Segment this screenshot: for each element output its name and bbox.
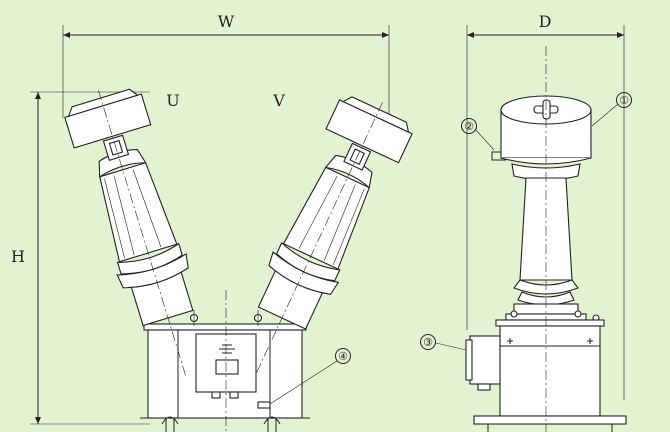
width-label: W xyxy=(218,12,235,31)
depth-dimension: D xyxy=(466,12,625,400)
phase-v-label: V xyxy=(272,91,285,110)
bushing-u xyxy=(64,88,194,376)
phase-u-label: U xyxy=(166,91,179,110)
callout-1: ① xyxy=(591,92,632,127)
callout-3-mark: ③ xyxy=(423,336,433,349)
callout-1-mark: ① xyxy=(619,94,629,107)
front-base-tank xyxy=(140,290,310,432)
side-view xyxy=(465,46,627,432)
callout-2-mark: ② xyxy=(464,120,474,133)
height-label: H xyxy=(11,247,25,266)
callout-3: ③ xyxy=(420,334,467,351)
bushing-v xyxy=(256,96,413,373)
callout-4: ④ xyxy=(269,348,351,405)
callout-4-mark: ④ xyxy=(338,350,348,363)
callout-2: ② xyxy=(461,118,495,151)
width-dimension: W xyxy=(62,12,390,118)
depth-label: D xyxy=(539,12,552,31)
